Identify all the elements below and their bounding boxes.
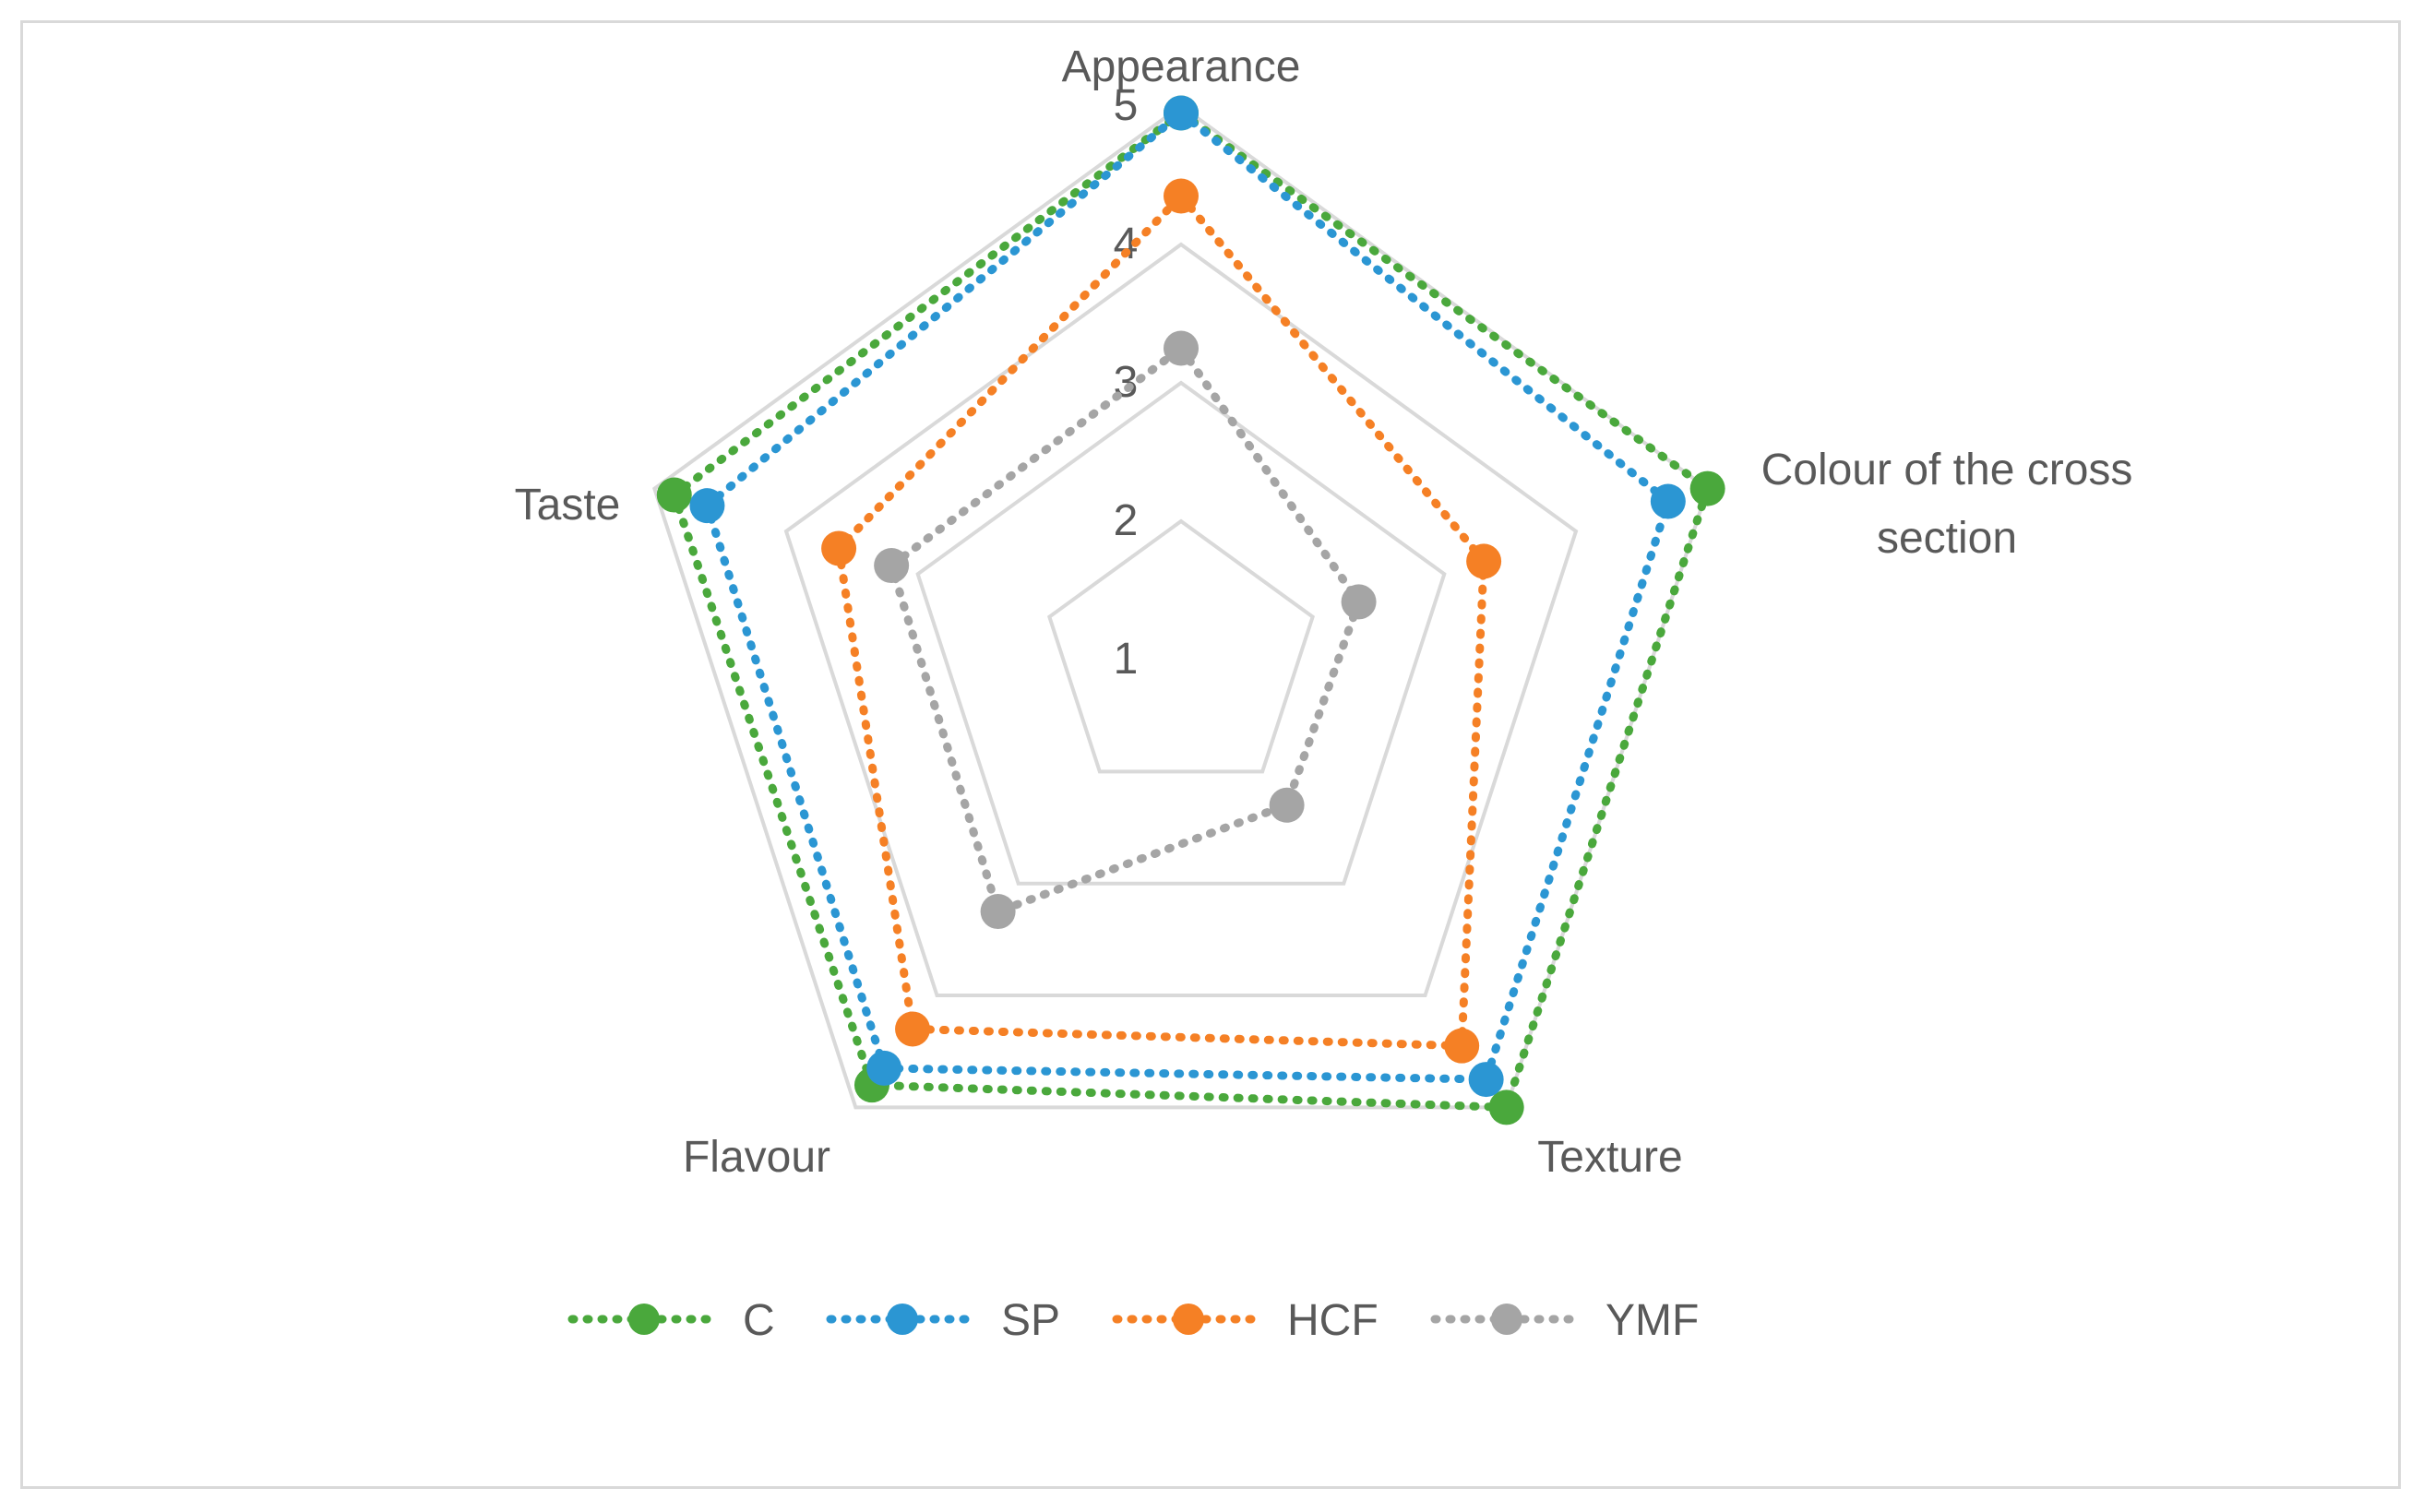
tick-label-2: 2 bbox=[1114, 496, 1139, 545]
legend: C SP HCF YMF bbox=[567, 1296, 1699, 1345]
point-ymf-taste bbox=[874, 548, 910, 584]
axis-label-appearance: Appearance bbox=[1062, 42, 1301, 91]
series-line-ymf bbox=[886, 342, 1364, 917]
axis-label-taste: Taste bbox=[515, 481, 621, 530]
point-ymf-colour-of-the-cross-section bbox=[1341, 584, 1377, 620]
point-sp-colour-of-the-cross-section bbox=[1650, 483, 1686, 519]
legend-swatch-marker bbox=[1491, 1304, 1522, 1335]
axis-label-colour-of-the-cross-section: Colour of the cross section bbox=[1761, 446, 2133, 563]
point-sp-appearance bbox=[1164, 95, 1199, 131]
series-ymf bbox=[874, 330, 1377, 930]
axis-label-texture: Texture bbox=[1537, 1133, 1682, 1182]
point-c-texture bbox=[1488, 1089, 1524, 1125]
axis-label-line: Taste bbox=[515, 481, 621, 530]
point-sp-taste bbox=[689, 488, 725, 524]
grid-layer bbox=[652, 103, 1710, 1110]
legend-item-c: C bbox=[567, 1296, 775, 1345]
legend-item-sp: SP bbox=[826, 1296, 1060, 1345]
point-ymf-appearance bbox=[1164, 330, 1199, 366]
point-hcf-colour-of-the-cross-section bbox=[1466, 543, 1502, 579]
point-sp-flavour bbox=[866, 1050, 902, 1086]
point-sp-texture bbox=[1468, 1062, 1504, 1098]
point-c-colour-of-the-cross-section bbox=[1689, 470, 1725, 506]
grid-ring-3 bbox=[915, 380, 1447, 886]
series-hcf bbox=[821, 178, 1502, 1064]
series-line-c bbox=[669, 107, 1713, 1113]
point-hcf-texture bbox=[1444, 1028, 1480, 1064]
legend-swatch-marker bbox=[628, 1304, 660, 1335]
point-hcf-taste bbox=[821, 530, 857, 566]
axis-label-line: Appearance bbox=[1062, 42, 1301, 91]
legend-swatch-marker bbox=[1173, 1304, 1204, 1335]
point-hcf-appearance bbox=[1164, 178, 1199, 214]
point-ymf-flavour bbox=[980, 894, 1016, 930]
axis-label-line: Flavour bbox=[683, 1133, 830, 1182]
series-line-sp bbox=[702, 107, 1674, 1084]
legend-label: YMF bbox=[1605, 1296, 1699, 1345]
axis-label-line: section bbox=[1877, 514, 2017, 563]
tick-label-5: 5 bbox=[1114, 81, 1139, 130]
point-ymf-texture bbox=[1269, 787, 1305, 823]
grid-ring-5 bbox=[652, 103, 1710, 1110]
legend-item-ymf: YMF bbox=[1430, 1296, 1699, 1345]
legend-swatch-marker bbox=[887, 1304, 918, 1335]
series-line-hcf bbox=[834, 189, 1488, 1051]
point-hcf-flavour bbox=[895, 1011, 931, 1047]
point-c-taste bbox=[656, 477, 692, 513]
grid-ring-2 bbox=[1046, 518, 1316, 774]
axis-label-line: Texture bbox=[1537, 1133, 1682, 1182]
tick-label-1: 1 bbox=[1114, 635, 1139, 684]
legend-label: C bbox=[743, 1296, 775, 1345]
series-sp bbox=[689, 95, 1686, 1098]
legend-item-hcf: HCF bbox=[1112, 1296, 1379, 1345]
grid-ring-4 bbox=[783, 242, 1579, 998]
axis-label-line: Colour of the cross bbox=[1761, 446, 2133, 494]
legend-label: SP bbox=[1001, 1296, 1060, 1345]
legend-label: HCF bbox=[1287, 1296, 1379, 1345]
series-layer bbox=[656, 95, 1725, 1125]
axis-label-flavour: Flavour bbox=[683, 1133, 830, 1182]
